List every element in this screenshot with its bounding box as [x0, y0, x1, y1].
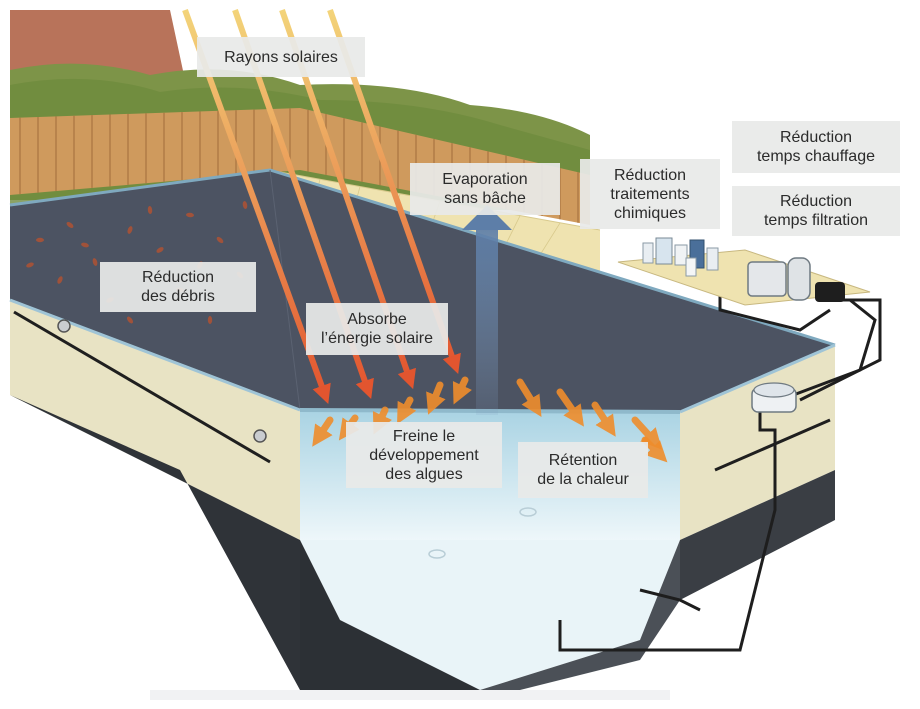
heat-flow-arrow-icon — [591, 401, 616, 437]
label-filtration: Réduction temps filtration — [732, 186, 900, 236]
leaf-icon — [186, 212, 194, 218]
label-chauffage: Réduction temps chauffage — [732, 121, 900, 173]
leaf-icon — [81, 242, 89, 248]
leaf-icon — [207, 316, 213, 324]
heat-flow-arrow-icon — [312, 416, 334, 447]
heat-flow-arrow-icon — [556, 388, 584, 427]
chemical-bottles-icon — [642, 237, 719, 277]
leaf-icon — [26, 262, 34, 268]
leaf-icon — [216, 236, 224, 244]
leaf-icon — [126, 316, 134, 324]
equipment-shelf — [617, 237, 871, 306]
leaf-icon — [156, 247, 164, 253]
leaf-icon — [147, 206, 153, 214]
label-evaporation: Evaporation sans bâche — [410, 163, 560, 215]
heat-flow-arrow-icon — [631, 416, 663, 450]
leaf-icon — [36, 237, 44, 243]
leaf-icon — [66, 222, 74, 228]
pool-underside — [10, 395, 835, 690]
leaf-icon — [242, 201, 248, 209]
heat-flow-arrows — [312, 376, 668, 463]
plumbing-pipes — [558, 290, 882, 652]
leaf-icon — [92, 258, 98, 266]
heat-flow-arrow-icon — [426, 381, 446, 415]
label-traitements: Réduction traitements chimiques — [580, 159, 720, 229]
skimmer-icon — [751, 382, 797, 413]
ground-shadow — [150, 690, 670, 700]
pool-wall-left — [9, 298, 301, 540]
heat-flow-arrow-icon — [516, 378, 542, 417]
leaf-icon — [57, 276, 63, 284]
label-absorbe: Absorbe l’énergie solaire — [306, 303, 448, 355]
label-chaleur: Rétention de la chaleur — [518, 442, 648, 498]
heat-flow-arrow-icon — [452, 376, 472, 405]
evaporation-arrow-icon — [462, 205, 512, 415]
label-debris: Réduction des débris — [100, 262, 256, 312]
pool-pump-icon — [747, 257, 845, 302]
label-algues: Freine le développement des algues — [346, 422, 502, 488]
label-rayons-solaires: Rayons solaires — [197, 37, 365, 77]
heat-flow-arrow-icon — [397, 396, 417, 425]
leaf-icon — [127, 226, 133, 234]
